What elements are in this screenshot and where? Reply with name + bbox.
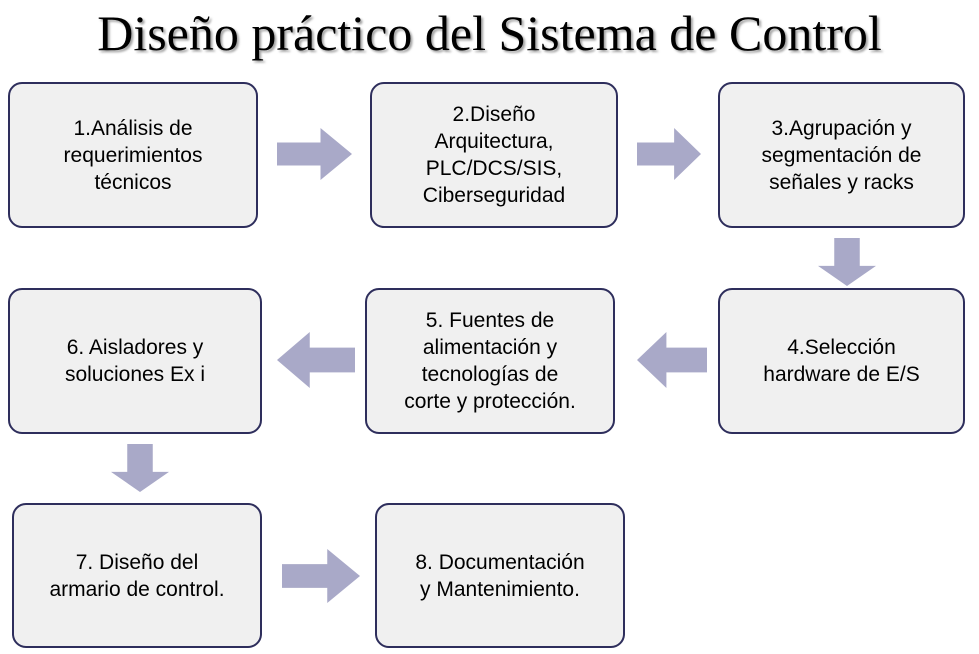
arrow-left-icon	[637, 332, 707, 388]
flow-node-step-1[interactable]: 1.Análisis de requerimientos técnicos	[8, 82, 258, 228]
arrow-down-icon	[818, 238, 876, 286]
flow-node-step-8[interactable]: 8. Documentación y Mantenimiento.	[375, 503, 625, 648]
flow-node-step-7[interactable]: 7. Diseño del armario de control.	[12, 503, 262, 648]
arrow-left-icon	[277, 332, 355, 388]
flow-node-label: 6. Aisladores y soluciones Ex i	[64, 336, 206, 386]
flow-node-step-5[interactable]: 5. Fuentes de alimentación y tecnologías…	[365, 288, 615, 434]
arrow-right-icon	[282, 549, 360, 603]
flow-node-step-4[interactable]: 4.Selección hardware de E/S	[718, 288, 965, 434]
flow-node-step-6[interactable]: 6. Aisladores y soluciones Ex i	[8, 288, 262, 434]
flow-node-label: 7. Diseño del armario de control.	[49, 550, 225, 601]
page-title: Diseño práctico del Sistema de Control	[97, 5, 882, 61]
arrow-right-icon	[637, 128, 701, 180]
flow-node-label: 2.Diseño Arquitectura, PLC/DCS/SIS, Cibe…	[422, 103, 566, 207]
flow-node-step-3[interactable]: 3.Agrupación y segmentación de señales y…	[718, 82, 965, 228]
flow-node-label: 1.Análisis de requerimientos técnicos	[63, 116, 203, 194]
flow-node-step-2[interactable]: 2.Diseño Arquitectura, PLC/DCS/SIS, Cibe…	[370, 82, 618, 228]
arrow-right-icon	[277, 128, 352, 180]
arrow-down-icon	[111, 444, 169, 492]
flow-node-label: 3.Agrupación y segmentación de señales y…	[761, 116, 922, 194]
flow-node-label: 5. Fuentes de alimentación y tecnologías…	[404, 309, 576, 413]
flow-node-label: 8. Documentación y Mantenimiento.	[415, 550, 585, 601]
flow-node-label: 4.Selección hardware de E/S	[763, 336, 920, 386]
